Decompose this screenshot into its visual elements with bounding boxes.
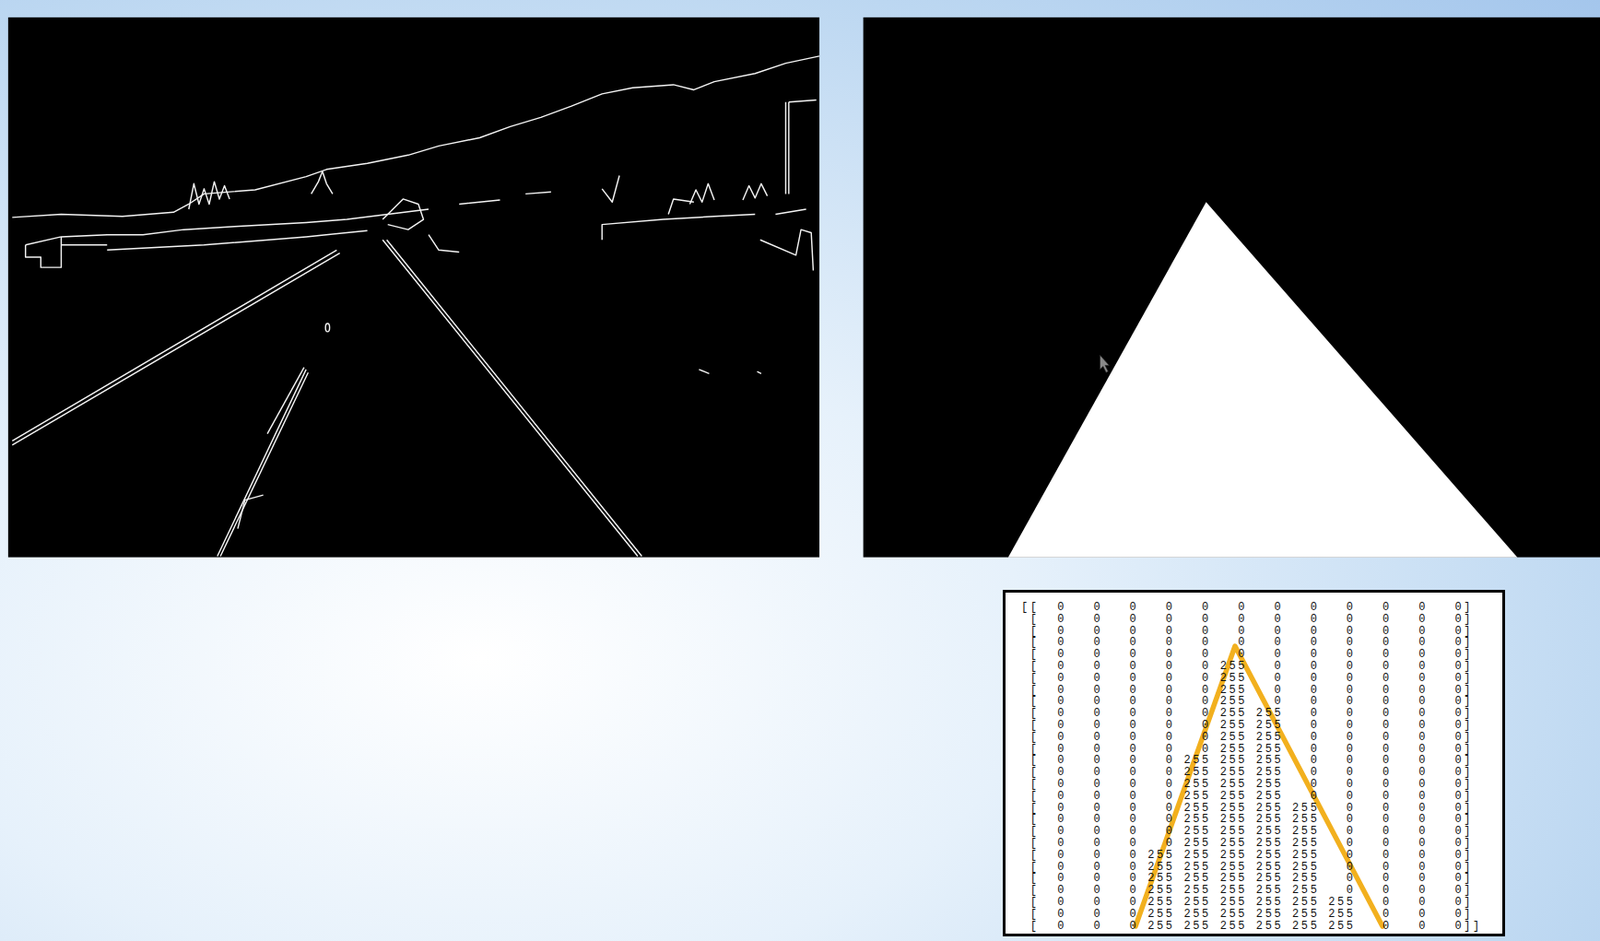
array-row: [ 0 0 0 255 255 255 255 255 0 0 0 0] (1021, 861, 1503, 874)
array-printout: [[ 0 0 0 0 0 0 0 0 0 0 0 0] [ 0 0 0 0 0 … (1002, 589, 1506, 937)
array-row: [ 0 0 0 0 255 255 255 255 0 0 0 0] (1021, 813, 1503, 826)
array-row: [ 0 0 0 0 0 255 255 0 0 0 0 0] (1021, 707, 1503, 720)
array-rows: [[ 0 0 0 0 0 0 0 0 0 0 0 0] [ 0 0 0 0 0 … (1005, 592, 1503, 932)
array-row: [ 0 0 0 0 0 0 0 0 0 0 0 0] (1021, 625, 1503, 638)
array-row: [ 0 0 0 0 255 255 255 0 0 0 0 0] (1021, 790, 1503, 803)
array-row: [ 0 0 0 0 0 0 0 0 0 0 0 0] (1021, 636, 1503, 649)
array-row: [ 0 0 0 255 255 255 255 255 0 0 0 0] (1021, 872, 1503, 885)
array-row: [ 0 0 0 255 255 255 255 255 255 0 0 0]] (1021, 920, 1503, 933)
array-row: [ 0 0 0 0 0 255 255 0 0 0 0 0] (1021, 719, 1503, 732)
array-row: [ 0 0 0 0 0 255 255 0 0 0 0 0] (1021, 731, 1503, 744)
array-row: [ 0 0 0 0 255 255 255 0 0 0 0 0] (1021, 754, 1503, 767)
array-row: [ 0 0 0 0 255 255 255 0 0 0 0 0] (1021, 766, 1503, 779)
array-row: [ 0 0 0 255 255 255 255 255 255 0 0 0] (1021, 896, 1503, 909)
array-row: [ 0 0 0 255 255 255 255 255 0 0 0 0] (1021, 884, 1503, 897)
array-row: [ 0 0 0 0 255 255 255 255 0 0 0 0] (1021, 837, 1503, 850)
array-row: [ 0 0 0 0 0 0 0 0 0 0 0 0] (1021, 648, 1503, 661)
mask-image (863, 17, 1600, 558)
array-row: [ 0 0 0 0 0 255 0 0 0 0 0 0] (1021, 672, 1503, 685)
mouse-cursor (1100, 354, 1110, 373)
mask-triangle (1008, 201, 1518, 557)
array-row: [ 0 0 0 255 255 255 255 255 255 0 0 0] (1021, 908, 1503, 921)
array-row: [[ 0 0 0 0 0 0 0 0 0 0 0 0] (1021, 601, 1503, 614)
array-row: [ 0 0 0 0 0 255 0 0 0 0 0 0] (1021, 695, 1503, 708)
array-row: [ 0 0 0 0 0 255 0 0 0 0 0 0] (1021, 684, 1503, 697)
array-row: [ 0 0 0 0 255 255 255 0 0 0 0 0] (1021, 778, 1503, 791)
edge-image (8, 17, 820, 558)
array-row: [ 0 0 0 255 255 255 255 255 0 0 0 0] (1021, 849, 1503, 862)
array-row: [ 0 0 0 0 0 0 0 0 0 0 0 0] (1021, 613, 1503, 626)
array-row: [ 0 0 0 0 255 255 255 255 0 0 0 0] (1021, 802, 1503, 815)
edge-lines (11, 56, 820, 557)
array-row: [ 0 0 0 0 255 255 255 255 0 0 0 0] (1021, 825, 1503, 838)
array-row: [ 0 0 0 0 0 255 0 0 0 0 0 0] (1021, 660, 1503, 673)
array-row: [ 0 0 0 0 0 255 255 0 0 0 0 0] (1021, 743, 1503, 756)
